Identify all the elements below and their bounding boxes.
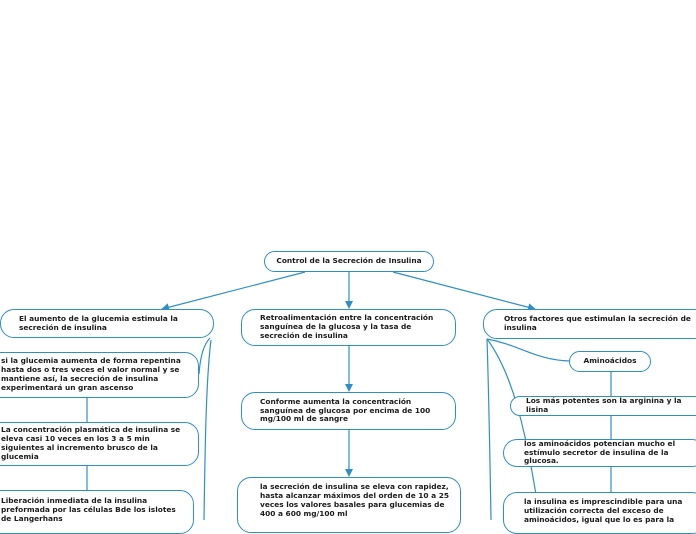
- connector-left-long: [203, 339, 212, 520]
- right-item-node-2[interactable]: Los más potentes son la arginina y la li…: [510, 396, 696, 416]
- left-item-label-3: Liberación inmediata de la insulina pref…: [1, 496, 176, 523]
- right-branch-label: Otros factores que estimulan la secreció…: [504, 314, 691, 332]
- right-item-node-3[interactable]: los aminoácidos potencian mucho el estím…: [503, 439, 696, 467]
- left-branch-node[interactable]: El aumento de la glucemia estimula la se…: [0, 309, 214, 338]
- left-item-node-1[interactable]: si la glucemia aumenta de forma repentin…: [0, 352, 199, 398]
- right-item-label-4: la insulina es imprescindible para una u…: [524, 497, 683, 524]
- left-branch-label: El aumento de la glucemia estimula la se…: [19, 313, 178, 332]
- center-item-node-2[interactable]: la secreción de insulina se eleva con ra…: [237, 477, 461, 533]
- connector-root-left: [161, 271, 306, 312]
- right-item-label-3: los aminoácidos potencian mucho el estím…: [524, 439, 676, 466]
- left-item-node-3[interactable]: Liberación inmediata de la insulina pref…: [0, 490, 194, 534]
- center-branch-node[interactable]: Retroalimentación entre la concentración…: [241, 309, 456, 346]
- connector-right-amino: [486, 338, 571, 362]
- left-item-label-2: La concentración plasmática de insulina …: [1, 425, 181, 461]
- center-item-label-2: la secreción de insulina se eleva con ra…: [260, 482, 449, 518]
- left-item-label-1: si la glucemia aumenta de forma repentin…: [1, 356, 181, 392]
- center-item-label-1: Conforme aumenta la concentración sanguí…: [260, 396, 431, 424]
- right-item-label-amino: Aminoácidos: [583, 356, 637, 366]
- root-node[interactable]: Control de la Secreción de Insulina: [264, 251, 434, 272]
- connector-root-right: [392, 271, 536, 312]
- right-item-label-2: Los más potentes son la arginina y la li…: [526, 396, 682, 414]
- connector-lines: [86, 271, 612, 520]
- right-item-node-4[interactable]: la insulina es imprescindible para una u…: [503, 492, 696, 534]
- center-item-node-1[interactable]: Conforme aumenta la concentración sanguí…: [241, 392, 456, 430]
- right-branch-node[interactable]: Otros factores que estimulan la secreció…: [483, 309, 696, 339]
- connector-left-curve: [198, 337, 211, 375]
- center-branch-label: Retroalimentación entre la concentración…: [260, 313, 434, 340]
- root-label: Control de la Secreción de Insulina: [276, 256, 422, 266]
- left-item-node-2[interactable]: La concentración plasmática de insulina …: [0, 422, 199, 466]
- right-item-node-amino[interactable]: Aminoácidos: [569, 351, 651, 372]
- connector-right-long: [486, 338, 492, 520]
